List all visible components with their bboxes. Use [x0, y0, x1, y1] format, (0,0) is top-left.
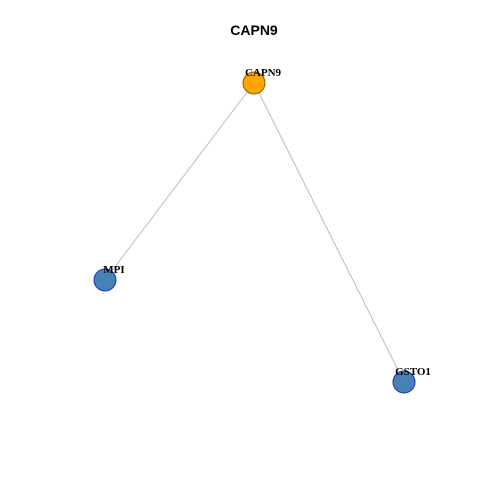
edge-capn9-gsto1 [253, 82, 405, 383]
node-label-gsto1: GSTO1 [395, 366, 431, 378]
node-label-capn9: CAPN9 [245, 67, 282, 79]
node-label-mpi: MPI [103, 264, 124, 276]
edge-capn9-mpi [104, 82, 255, 281]
nodes-layer [93, 71, 416, 394]
graph-title: CAPN9 [230, 22, 278, 38]
edges-layer [104, 82, 405, 383]
node-mpi[interactable] [93, 268, 117, 292]
node-capn9[interactable] [242, 71, 266, 95]
node-gsto1[interactable] [392, 370, 416, 394]
